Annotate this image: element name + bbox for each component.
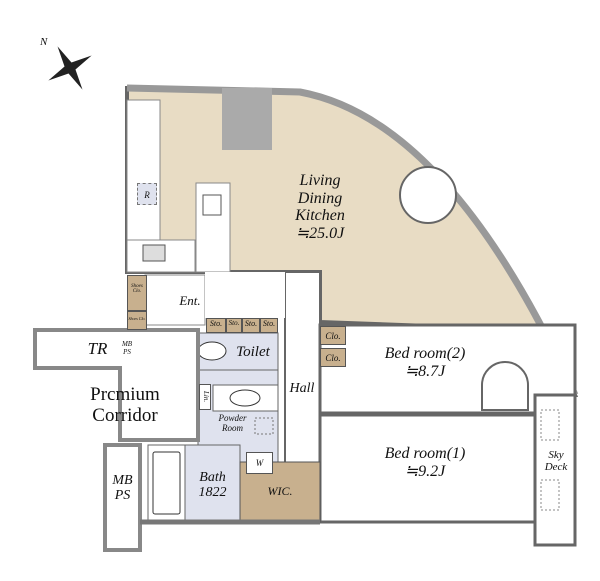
wic-label: WIC. [267,484,293,498]
toilet-label: Toilet [236,344,270,360]
stove-icon [142,244,166,262]
bed1-label: Bed room(1)≒9.2J [384,445,466,480]
compass-icon [48,46,92,90]
sink-icon [202,194,222,216]
washer-space: W [246,452,273,474]
closet: Clo. [320,326,346,345]
refrigerator-space: R [137,183,157,205]
toilet-icon [197,341,227,361]
storage: Sto. [226,318,242,333]
hall-label: Hall [289,381,315,396]
storage: Sto. [242,318,260,333]
tr-label: TR [87,339,108,358]
bed2-label: Bed room(2)≒8.7J [384,345,466,380]
shoes-closet: Shoes Clo. [127,275,147,311]
storage: Sto. [206,318,226,333]
storage: Sto. [260,318,278,333]
north-label: N [40,36,48,48]
bathtub-icon [152,451,181,515]
linen-closet: Lin. [199,384,211,410]
closet: Clo. [320,348,346,367]
entrance-label: Ent. [179,293,201,308]
storage-row: Sto. Sto. Sto. Sto. [206,318,278,333]
basin-icon [229,389,261,407]
sky-deck [533,393,577,547]
column [222,88,272,150]
round-window [399,166,457,224]
shoes-closet: Shoes Clo. [127,311,147,330]
